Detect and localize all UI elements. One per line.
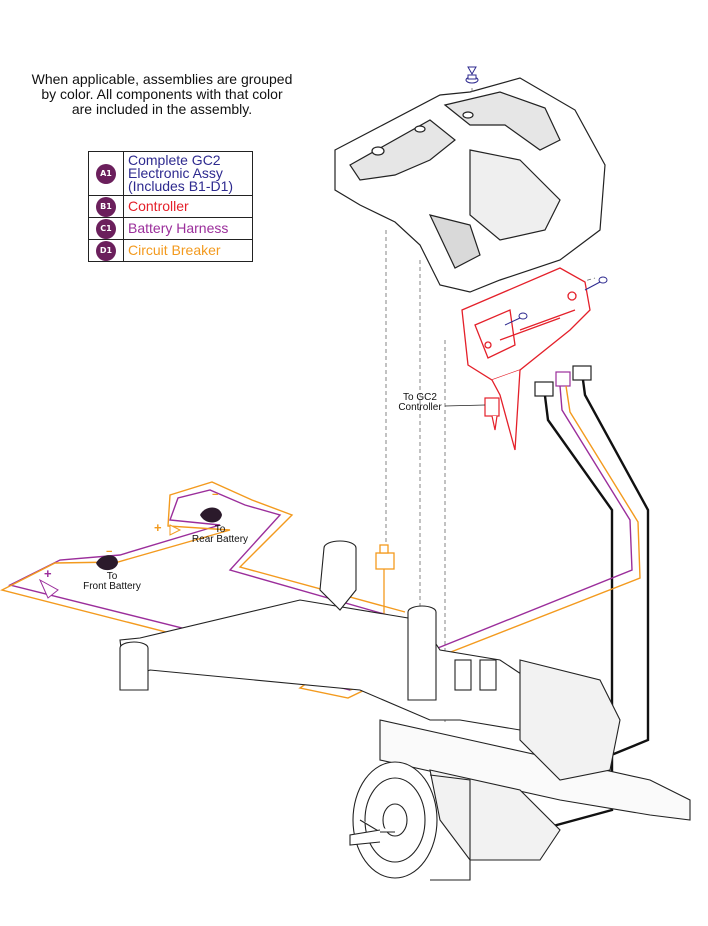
legend-row-b1: B1 Controller (88, 195, 253, 218)
rear-battery-terminals (169, 507, 222, 536)
legend-label-b1: Controller (128, 198, 189, 214)
harness-connectors (534, 365, 592, 397)
legend-badge-c1: C1 (96, 219, 116, 239)
legend-row-d1: D1 Circuit Breaker (88, 239, 253, 262)
rear-plus-sign: + (154, 520, 162, 535)
legend-label-a1: Complete GC2 Electronic Assy (Includes B… (128, 152, 234, 194)
legend-row-c1: C1 Battery Harness (88, 217, 253, 240)
rear-minus-sign: − (212, 489, 218, 501)
front-minus-sign: − (106, 546, 112, 558)
controller-module (461, 267, 591, 451)
front-battery-terminals (38, 555, 118, 599)
front-plus-sign: + (44, 566, 52, 581)
legend-label-c1: Battery Harness (128, 220, 229, 236)
intro-text: When applicable, assemblies are grouped … (31, 71, 293, 117)
assembly-legend: A1 Complete GC2 Electronic Assy (Include… (88, 151, 253, 262)
legend-label-d1: Circuit Breaker (128, 242, 221, 258)
legend-badge-d1: D1 (96, 241, 116, 261)
controller-screws (504, 276, 608, 326)
shroud-cover (334, 77, 606, 293)
gc2-controller-callout: To GC2 Controller (398, 392, 442, 413)
base-frame (119, 540, 691, 861)
front-battery-callout: To Front Battery (83, 571, 141, 592)
drive-motor (349, 761, 471, 881)
top-screw-icon (465, 66, 479, 84)
legend-badge-a1: A1 (96, 164, 116, 184)
rear-battery-callout: To Rear Battery (191, 524, 249, 545)
gc2-connector (444, 397, 500, 431)
legend-row-a1: A1 Complete GC2 Electronic Assy (Include… (88, 151, 253, 196)
legend-badge-b1: B1 (96, 197, 116, 217)
battery-harness (0, 385, 641, 699)
